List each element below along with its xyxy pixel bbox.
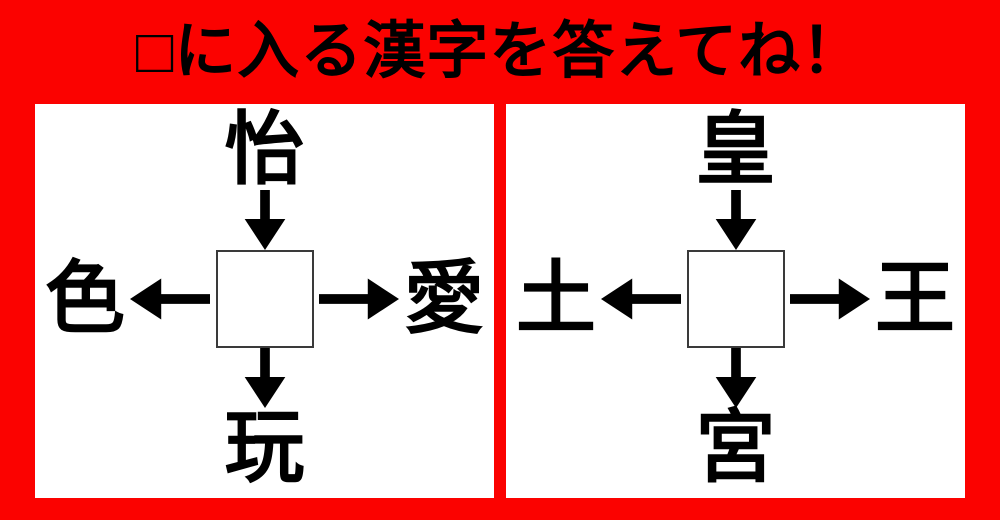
bottom-kanji: 宮 bbox=[695, 403, 776, 492]
arrow-right-icon bbox=[318, 278, 399, 320]
arrow-down-icon bbox=[244, 190, 286, 250]
puzzle-panel-right: 皇 土 王 宮 bbox=[506, 104, 965, 498]
arrow-down-icon bbox=[244, 348, 286, 408]
right-kanji: 王 bbox=[875, 254, 955, 343]
left-kanji: 色 bbox=[45, 254, 125, 343]
arrow-right-icon bbox=[789, 278, 870, 320]
puzzle-panels: 怡 色 愛 玩 皇 bbox=[35, 104, 965, 498]
right-kanji: 愛 bbox=[404, 254, 484, 343]
arrow-left-icon bbox=[601, 278, 682, 320]
arrow-down-icon bbox=[715, 190, 757, 250]
middle-row: 土 王 bbox=[516, 250, 955, 348]
quiz-title: □に入る漢字を答えてね！ bbox=[135, 16, 865, 86]
title-bar: □に入る漢字を答えてね！ bbox=[0, 0, 1000, 103]
top-kanji: 怡 bbox=[224, 105, 305, 194]
arrow-down-icon bbox=[715, 348, 757, 408]
left-kanji: 土 bbox=[516, 254, 596, 343]
answer-box bbox=[215, 250, 314, 348]
middle-row: 色 愛 bbox=[45, 250, 484, 348]
top-kanji: 皇 bbox=[695, 105, 776, 194]
answer-box bbox=[686, 250, 785, 348]
bottom-kanji: 玩 bbox=[224, 403, 305, 492]
arrow-left-icon bbox=[130, 278, 211, 320]
puzzle-panel-left: 怡 色 愛 玩 bbox=[35, 104, 494, 498]
